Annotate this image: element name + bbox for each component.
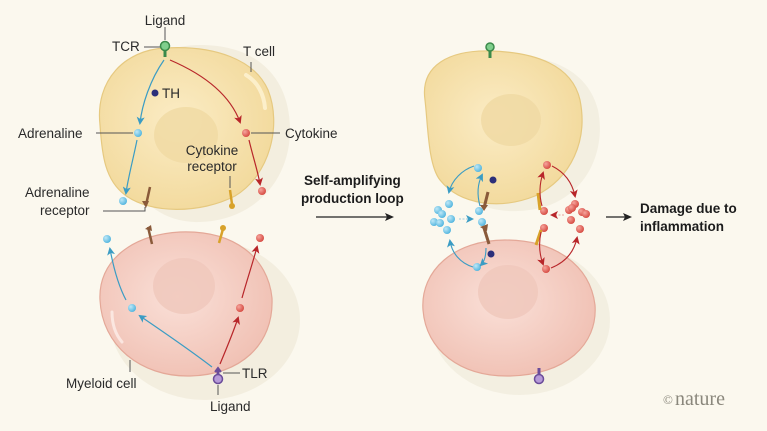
adrenaline-loop bbox=[430, 164, 497, 271]
myeloid-cell-nucleus bbox=[153, 258, 215, 314]
adrenaline-molecule-icon bbox=[438, 210, 446, 218]
adrenaline-label: Adrenaline bbox=[18, 126, 83, 141]
tcr-to-cytokine-arrow bbox=[169, 59, 242, 124]
th-enzyme-icon bbox=[151, 89, 159, 97]
left-panel: Ligand TCR T cell TH Adrenaline Cytokine… bbox=[18, 13, 338, 414]
cytokine-molecule-icon bbox=[568, 204, 576, 212]
cytokine-molecule-icon bbox=[258, 187, 266, 195]
adrenaline-molecule-icon bbox=[128, 304, 136, 312]
ligand-bottom-label: Ligand bbox=[210, 399, 251, 414]
cytokine-receptor-icon bbox=[536, 192, 542, 211]
adrenaline-molecule-icon bbox=[443, 226, 451, 234]
tlr-label: TLR bbox=[242, 366, 268, 381]
loop-arrow-red bbox=[537, 231, 545, 266]
cytokine-label: Cytokine bbox=[285, 126, 338, 141]
cytokine-receptor-label-line2: receptor bbox=[187, 159, 237, 174]
adrenaline-molecule-icon bbox=[436, 219, 444, 227]
adrenaline-receptor-label-line1: Adrenaline bbox=[25, 185, 90, 200]
nature-logo: nature bbox=[675, 388, 725, 410]
outcome-label-line2: inflammation bbox=[640, 219, 724, 234]
cytokine-molecule-icon bbox=[543, 161, 551, 169]
adrenaline-molecule-icon bbox=[445, 200, 453, 208]
adrenaline-molecule-icon bbox=[473, 263, 481, 271]
cytokine-receptor-label-line1: Cytokine bbox=[186, 143, 239, 158]
loop-arrow-blue bbox=[446, 165, 475, 194]
tlr-to-cytokine-arrow bbox=[219, 316, 240, 365]
adrenaline-molecule-icon bbox=[103, 235, 111, 243]
th-enzyme-icon bbox=[489, 176, 497, 184]
copyright-icon: © bbox=[663, 392, 673, 407]
myeloid-cell-nucleus bbox=[478, 265, 538, 319]
ligand-top-label: Ligand bbox=[145, 13, 186, 28]
outcome-label-line1: Damage due to bbox=[640, 201, 737, 216]
adrenaline-release-arrow bbox=[107, 247, 127, 301]
tcr-label: TCR bbox=[112, 39, 140, 54]
cytokine-molecule-icon bbox=[542, 265, 550, 273]
cytokine-receptor-icon bbox=[228, 189, 235, 209]
adrenaline-receptor-label-line2: receptor bbox=[40, 203, 90, 218]
loop-arrow-red bbox=[537, 171, 545, 207]
tlr-receptor-icon bbox=[212, 366, 224, 385]
cytokine-receptor-icon bbox=[534, 229, 543, 246]
adrenaline-molecule-icon bbox=[478, 218, 486, 226]
adrenaline-molecule-icon bbox=[447, 215, 455, 223]
loop-label-line2: production loop bbox=[301, 191, 404, 206]
cytokine-molecule-icon bbox=[242, 129, 250, 137]
loop-arrow-blue bbox=[447, 239, 474, 268]
t-cell-label: T cell bbox=[243, 44, 275, 59]
adrenaline-release-arrow bbox=[122, 139, 138, 195]
adrenaline-receptor-icon bbox=[142, 186, 152, 208]
cytokine-molecule-icon bbox=[256, 234, 264, 242]
th-enzyme-icon bbox=[487, 250, 495, 258]
adrenaline-molecule-icon bbox=[474, 164, 482, 172]
tcr-receptor-icon bbox=[485, 42, 495, 58]
cytokine-molecule-icon bbox=[540, 207, 548, 215]
cytokine-release-arrow bbox=[241, 245, 260, 299]
cytokine-loop bbox=[534, 161, 590, 273]
tlr-receptor-icon bbox=[533, 368, 545, 385]
adrenaline-molecule-icon bbox=[475, 207, 483, 215]
cytokine-molecule-icon bbox=[576, 225, 584, 233]
loop-label-line1: Self-amplifying bbox=[304, 173, 401, 188]
cytokine-molecule-icon bbox=[236, 304, 244, 312]
loop-arrow-blue bbox=[479, 247, 489, 267]
adrenaline-molecule-icon bbox=[430, 218, 438, 226]
cytokine-release-arrow bbox=[248, 139, 263, 186]
cytokine-molecule-icon bbox=[540, 224, 548, 232]
adrenaline-molecule-icon bbox=[134, 129, 142, 137]
cytokine-molecule-icon bbox=[567, 216, 575, 224]
t-cell-nucleus bbox=[481, 94, 541, 146]
tlr-to-adrenaline-arrow bbox=[138, 314, 213, 368]
tcr-to-adrenaline-arrow bbox=[136, 59, 165, 125]
cytokine-molecule-icon bbox=[582, 210, 590, 218]
loop-arrow-blue bbox=[475, 173, 483, 207]
cytokine-receptor-icon bbox=[217, 225, 226, 244]
adrenaline-molecule-icon bbox=[119, 197, 127, 205]
adrenaline-receptor-leader bbox=[103, 207, 146, 212]
loop-arrow-red bbox=[550, 236, 580, 269]
t-cell-nucleus bbox=[154, 107, 218, 163]
adrenaline-receptor-icon bbox=[480, 191, 490, 211]
myeloid-cell-label: Myeloid cell bbox=[66, 376, 137, 391]
nature-credit: © nature bbox=[663, 388, 725, 410]
adrenaline-receptor-icon bbox=[480, 224, 491, 245]
right-panel: Damage due to inflammation bbox=[422, 42, 737, 395]
loop-arrow-red bbox=[551, 165, 578, 198]
tcr-receptor-icon bbox=[159, 40, 171, 57]
middle-transition: Self-amplifying production loop bbox=[301, 173, 404, 221]
th-label: TH bbox=[162, 86, 180, 101]
adrenaline-receptor-icon bbox=[145, 225, 154, 245]
